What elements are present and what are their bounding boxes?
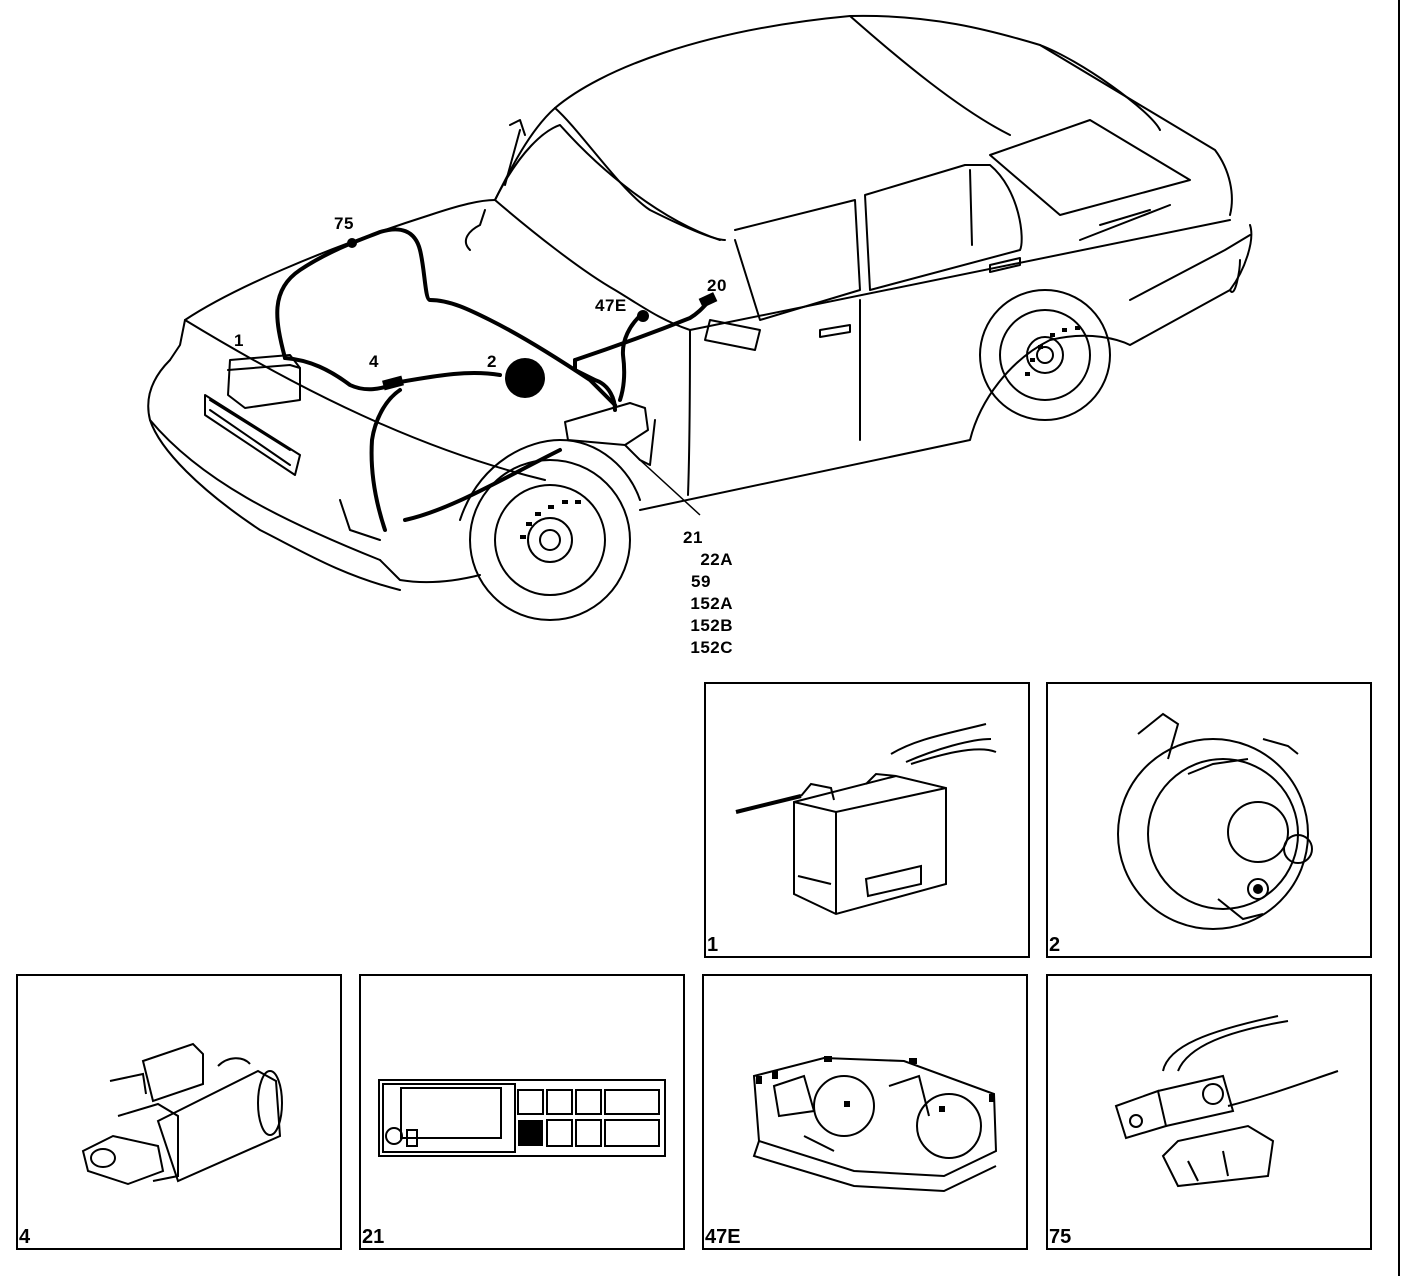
stack-label: 152C [690,638,733,657]
callout-stack: 21 22A 59 152A 152B 152C [677,527,733,659]
panel-label: 2 [1049,934,1061,956]
callout-4: 4 [369,352,379,371]
panel-label: 4 [19,1226,31,1248]
detail-panel-47e: 47E [702,974,1028,1250]
callout-2: 2 [487,352,497,371]
stack-label: 152A [690,594,733,613]
page-border-line [1398,0,1400,1276]
stack-label: 22A [700,550,733,569]
callout-20: 20 [707,276,727,295]
detail-panel-4: 4 [16,974,342,1250]
stack-label: 59 [691,572,711,591]
callout-47e: 47E [595,296,627,315]
alternator-icon [1117,712,1313,930]
detail-panel-75: 75 [1046,974,1372,1250]
detail-panel-1: 1 [704,682,1030,958]
instrument-cluster-icon [752,1056,998,1193]
stack-label: 21 [683,528,703,547]
detail-panel-21: 21 [359,974,685,1250]
connector-icon [1114,1015,1339,1188]
battery-icon [735,723,997,916]
panel-label: 47E [705,1226,741,1248]
panel-label: 21 [362,1226,385,1248]
stack-label: 152B [690,616,733,635]
callout-75: 75 [334,214,354,233]
starter-motor-icon [81,1042,283,1186]
panel-label: 75 [1049,1226,1072,1248]
callout-1: 1 [234,331,244,350]
detail-panel-2: 2 [1046,682,1372,958]
car-wiring-illustration [147,14,1253,621]
fuse-box-icon [378,1079,666,1157]
panel-label: 1 [707,934,719,956]
